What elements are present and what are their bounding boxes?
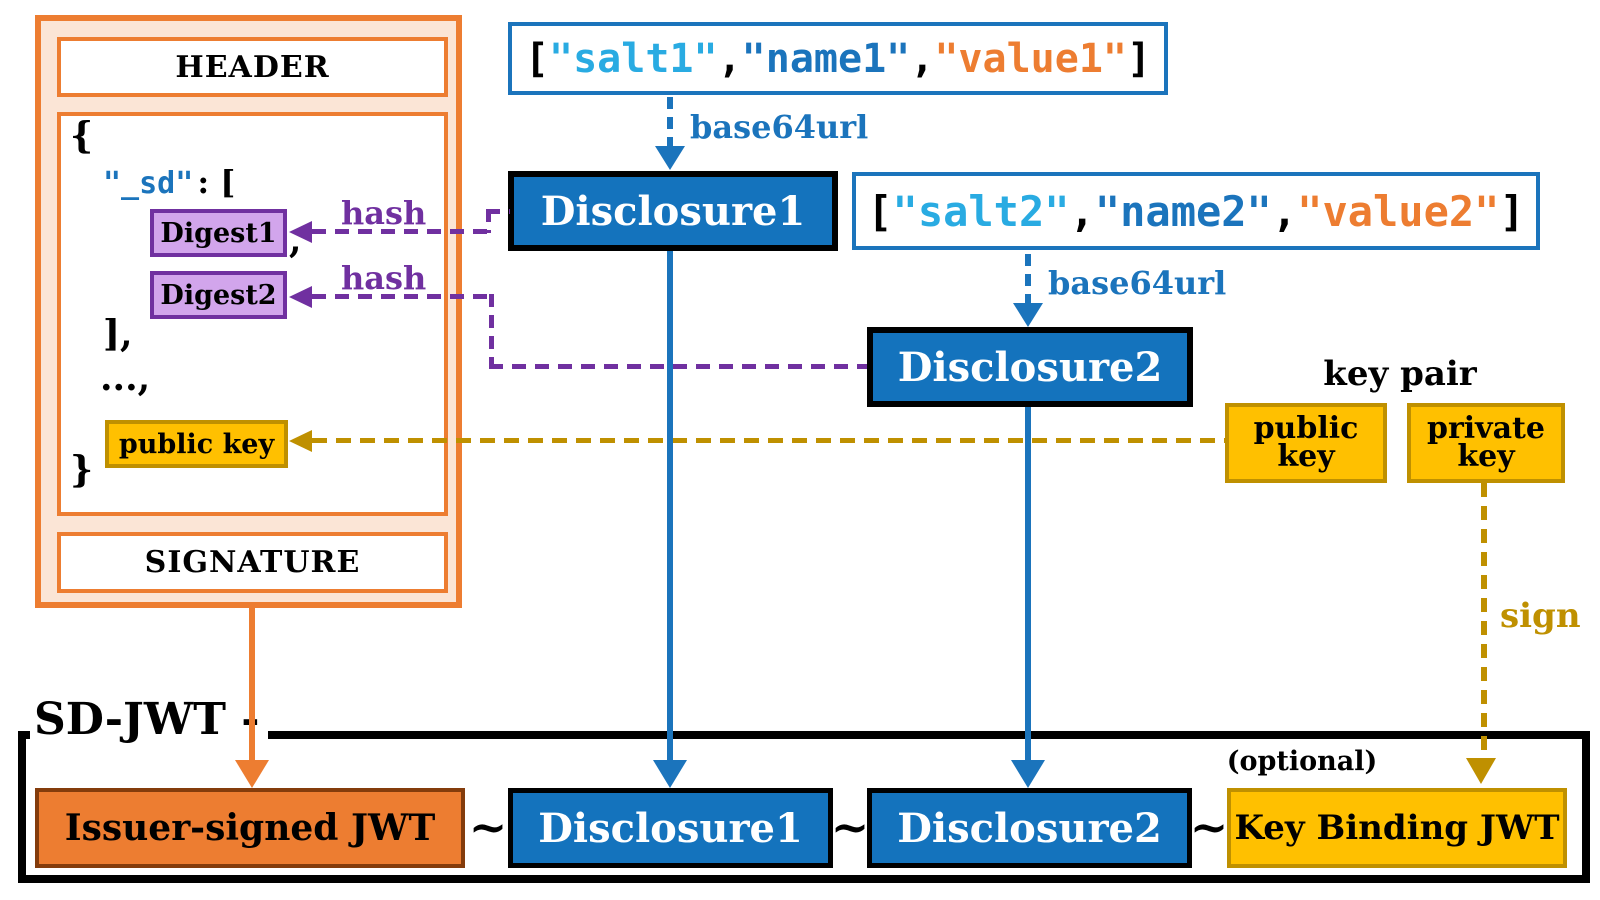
digest2-box: Digest2 [150,271,287,319]
sign-arrow-line [1481,483,1487,758]
salt2-close-bracket: ] [1499,186,1525,236]
digest2-label: Digest2 [160,279,277,311]
salt2-array-box: ["salt2","name2","value2"] [852,172,1540,250]
digest1-label: Digest1 [160,217,277,249]
disclosure2-drop-arrowhead-icon [1011,760,1045,788]
disclosure2-label: Disclosure2 [897,343,1163,391]
disclosure1-label: Disclosure1 [540,187,806,235]
signature-drop-line [249,608,255,762]
jwt-signature-label: SIGNATURE [144,545,361,580]
claims-ellipsis: ..., [100,357,151,399]
salt1-comma1: , [717,35,742,82]
hash1-line [312,229,489,234]
sd-key-token: "_sd" [103,166,194,201]
base64url-arrow2-line [1025,254,1031,304]
salt1-value-token: "value1" [934,35,1127,82]
salt2-comma2: , [1271,186,1298,236]
claims-close-bracket: ], [103,313,133,355]
hash-label-1: hash [341,194,427,232]
digest1-box: Digest1 [150,209,287,257]
optional-label: (optional) [1226,746,1378,777]
salt1-salt-token: "salt1" [549,35,718,82]
salt1-comma2: , [910,35,935,82]
base64url-arrow1-head-icon [655,146,685,170]
hash2-arrowhead-icon [289,286,312,308]
disclosure2-box: Disclosure2 [867,327,1193,407]
salt2-open-bracket: [ [867,186,893,236]
public-key-line1: public [1253,410,1359,446]
jwt-header-label: HEADER [175,49,330,85]
hash2-elbow-line [489,294,494,369]
claims-open-brace: { [70,115,94,157]
tilde-separator-3: ~ [1189,800,1229,854]
sdjwt-legend: SD-JWT - [30,696,268,744]
public-key-field: public key [105,420,288,468]
disclosure1-box: Disclosure1 [508,171,838,251]
jwt-header-box: HEADER [57,37,448,97]
jwt-signature-box: SIGNATURE [57,532,448,593]
salt2-value-token: "value2" [1297,186,1500,236]
sdjwt-container [18,731,1590,883]
key-binding-jwt-box: Key Binding JWT [1227,788,1567,868]
salt2-comma1: , [1069,186,1095,236]
salt2-salt-token: "salt2" [892,186,1070,236]
public-key-field-label: public key [118,428,275,460]
base64url-label-1: base64url [690,108,869,146]
base64url-label-2: base64url [1048,264,1227,302]
private-key-line2: key [1457,439,1515,474]
disclosure2-bottom-label: Disclosure2 [897,804,1162,852]
key-pair-label: key pair [1323,354,1477,394]
salt1-close-bracket: ] [1127,35,1152,82]
public-key-link-arrowhead-icon [289,430,312,452]
base64url-arrow1-line [667,97,673,149]
base64url-arrow2-head-icon [1013,303,1043,327]
hash2-line [312,294,489,299]
private-key-line1: private [1427,410,1545,446]
disclosure2-drop-line [1025,407,1031,762]
disclosure1-bottom-box: Disclosure1 [508,788,833,868]
disclosure1-drop-line [667,251,673,762]
issuer-signed-jwt-box: Issuer-signed JWT [35,788,465,868]
issuer-signed-jwt-label: Issuer-signed JWT [64,807,436,849]
claims-close-brace: } [70,449,94,491]
tilde-separator-1: ~ [468,800,508,854]
disclosure1-drop-arrowhead-icon [653,760,687,788]
tilde-separator-2: ~ [830,800,870,854]
hash1-stub-line [486,209,510,214]
hash1-elbow-line [486,209,491,233]
sign-label: sign [1500,596,1581,636]
claims-sd-line: "_sd": [ [103,163,235,201]
sd-colon-token: : [ [197,163,236,201]
signature-drop-arrowhead-icon [235,760,269,788]
sign-arrowhead-icon [1466,758,1496,784]
hash2-line-from-disclosure2 [489,364,867,369]
disclosure2-bottom-box: Disclosure2 [867,788,1192,868]
key-binding-jwt-label: Key Binding JWT [1234,808,1560,848]
salt1-array-box: ["salt1","name1","value1"] [508,22,1168,95]
salt1-name-token: "name1" [741,35,911,82]
public-key-line2: key [1277,439,1335,474]
salt2-name-token: "name2" [1094,186,1272,236]
salt1-open-bracket: [ [524,35,549,82]
public-key-link-line [312,438,1225,443]
hash1-arrowhead-icon [289,221,312,243]
hash-label-2: hash [341,259,427,297]
disclosure1-bottom-label: Disclosure1 [538,804,803,852]
